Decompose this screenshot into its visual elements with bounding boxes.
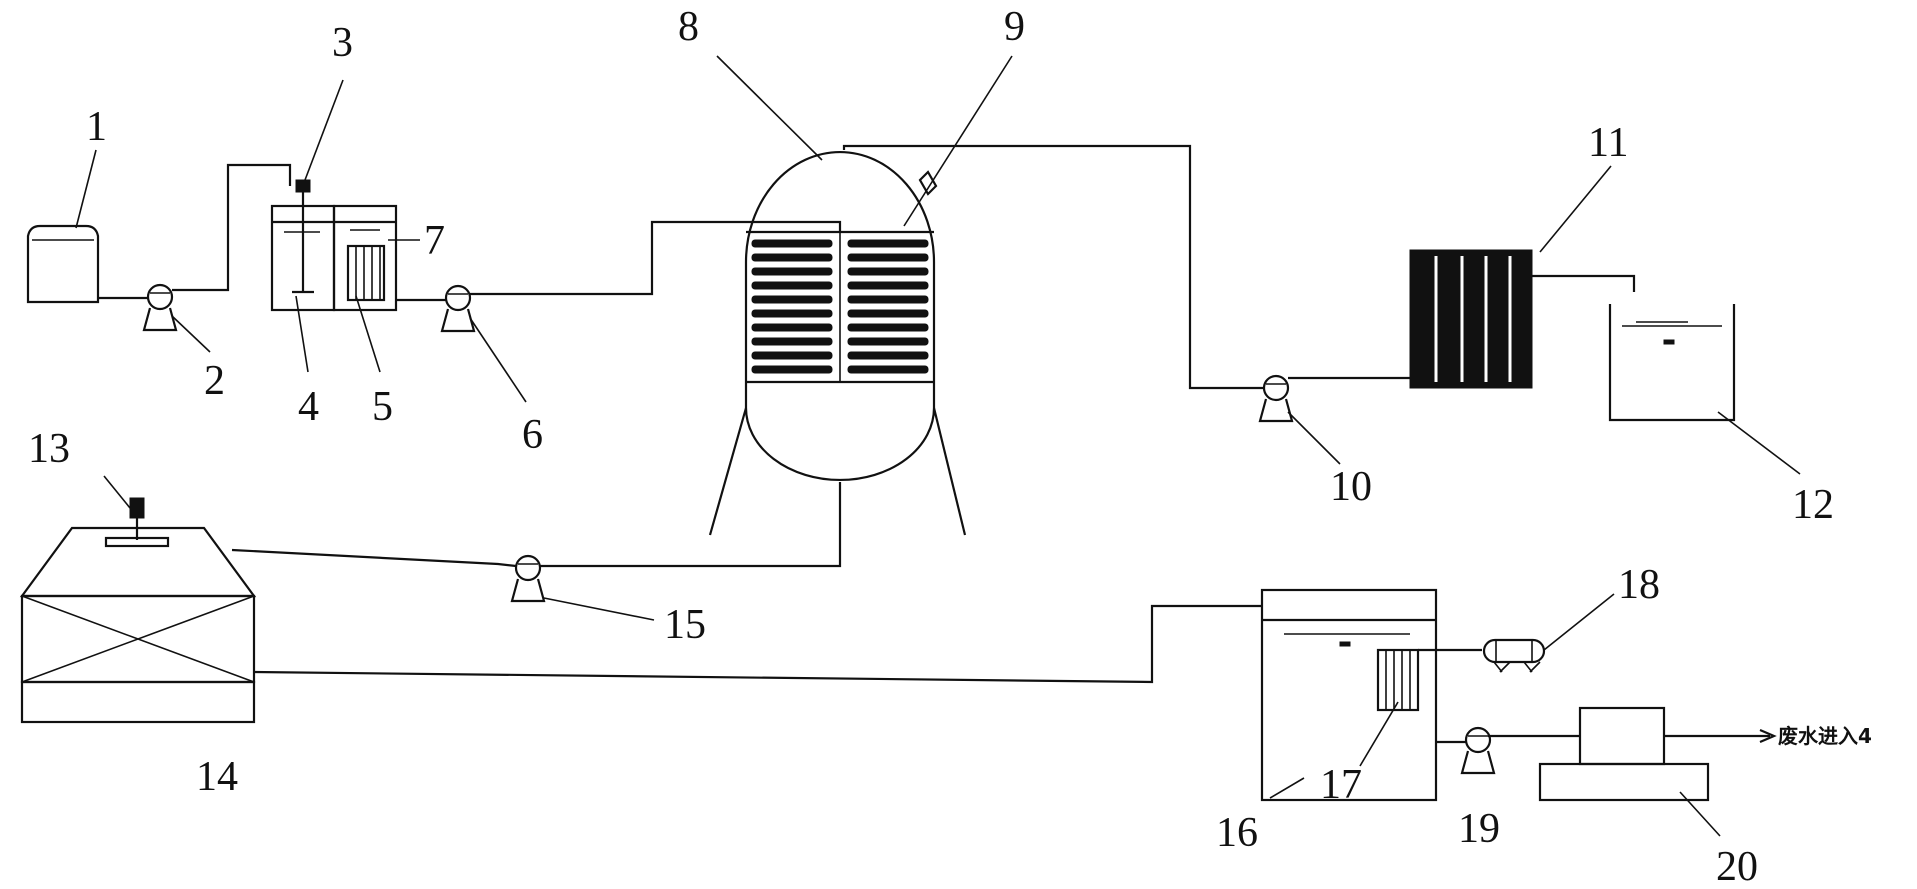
label-15: 15 <box>664 602 706 648</box>
label-1: 1 <box>86 104 107 150</box>
label-9: 9 <box>1004 4 1025 50</box>
pipe-8-to-10 <box>842 144 1264 390</box>
label-12: 12 <box>1792 482 1834 528</box>
buffer-tank-14 <box>19 526 257 724</box>
label-16: 16 <box>1216 810 1258 856</box>
mixer-3 <box>292 179 314 294</box>
blower-18 <box>1482 638 1546 673</box>
outlet-annotation: 废水进入4 <box>1778 724 1872 748</box>
number-labels: 1 2 3 4 5 6 7 8 9 10 11 12 13 14 15 16 1… <box>28 4 1834 889</box>
label-18: 18 <box>1618 562 1660 608</box>
unit-20 <box>1538 706 1710 802</box>
membrane-module-7 <box>346 244 386 302</box>
pipe-11-to-12 <box>1532 274 1636 292</box>
label-5: 5 <box>372 384 393 430</box>
label-2: 2 <box>204 358 225 404</box>
label-4: 4 <box>298 384 319 430</box>
pipe-15-to-14 <box>231 548 517 568</box>
mixer-13 <box>104 497 170 548</box>
filter-column-11 <box>1409 249 1533 389</box>
pipe-8-to-15 <box>540 482 842 568</box>
pump-19 <box>1460 726 1496 775</box>
pipe-2-to-4 <box>172 163 292 292</box>
label-10: 10 <box>1330 464 1372 510</box>
outlet-arrow <box>1664 728 1777 744</box>
pump-6 <box>440 284 476 333</box>
membrane-tank-5 <box>332 204 398 312</box>
label-3: 3 <box>332 20 353 66</box>
pump-10 <box>1258 374 1294 423</box>
reactor-internals-9 <box>746 222 934 384</box>
membrane-tank-16 <box>1260 588 1438 802</box>
reactor-8 <box>708 150 967 536</box>
label-13: 13 <box>28 426 70 472</box>
label-20: 20 <box>1716 844 1758 889</box>
feed-tank-1 <box>26 224 100 304</box>
label-8: 8 <box>678 4 699 50</box>
collection-tank-12 <box>1608 304 1736 422</box>
label-6: 6 <box>522 412 543 458</box>
label-11: 11 <box>1588 120 1628 166</box>
leader-lines <box>75 55 1801 837</box>
label-17: 17 <box>1320 762 1362 808</box>
pump-15 <box>510 554 546 603</box>
label-19: 19 <box>1458 806 1500 852</box>
label-7: 7 <box>424 218 445 264</box>
membrane-module-17 <box>1376 648 1420 712</box>
pipe-14-to-16 <box>253 604 1262 684</box>
label-14: 14 <box>196 754 238 800</box>
pump-2 <box>142 283 178 332</box>
